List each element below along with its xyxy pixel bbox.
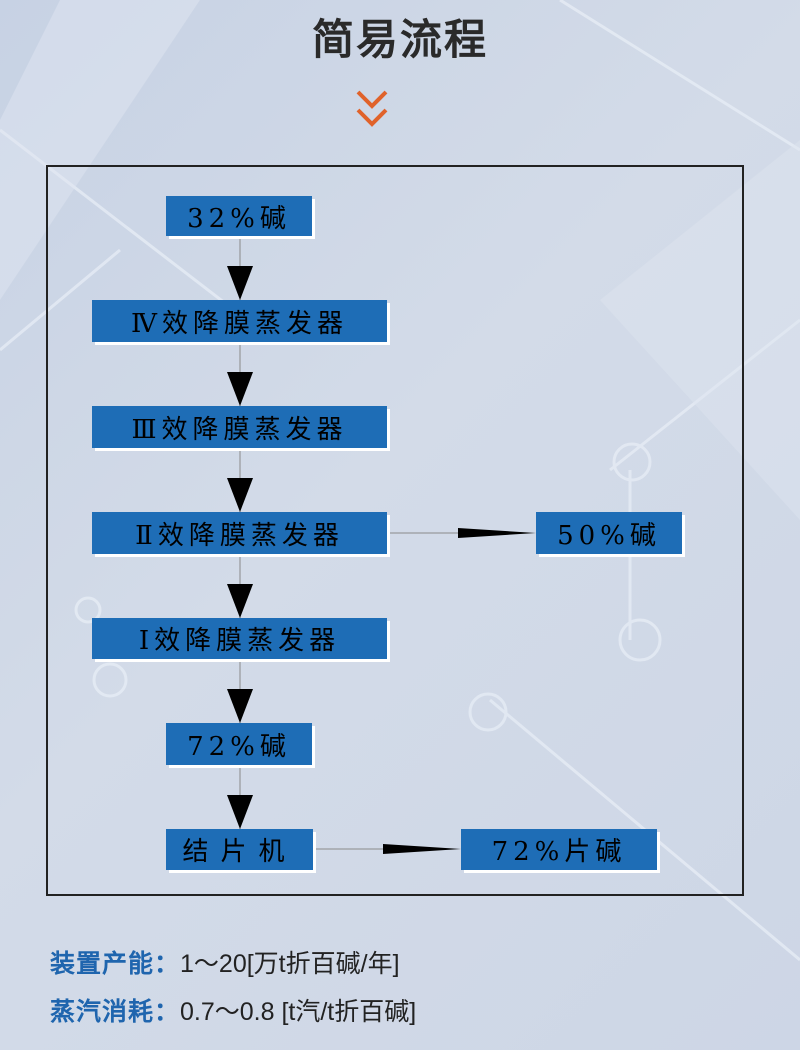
- flow-node-alkali-50: 50%碱: [536, 512, 682, 554]
- flow-frame: [46, 165, 744, 896]
- node-label: Ⅰ效降膜蒸发器: [138, 626, 341, 656]
- spec-capacity: 装置产能：1～20[万t折百碱/年]: [50, 944, 400, 980]
- arrow-down-icon: [227, 372, 253, 406]
- node-label: 32%碱: [187, 203, 291, 234]
- node-label: Ⅳ效降膜蒸发器: [131, 308, 348, 339]
- arrow-right-icon: [458, 528, 536, 538]
- spec-steam-label: 蒸汽消耗：: [50, 997, 181, 1026]
- node-label: 72%片碱: [491, 837, 627, 867]
- node-label: 50%碱: [557, 520, 661, 551]
- node-label: 结片机: [182, 837, 297, 867]
- flow-node-evaporator-2: Ⅱ效降膜蒸发器: [92, 512, 387, 554]
- arrow-down-icon: [227, 266, 253, 300]
- flow-node-evaporator-1: Ⅰ效降膜蒸发器: [92, 618, 387, 659]
- node-label: Ⅲ效降膜蒸发器: [131, 414, 348, 445]
- flow-node-evaporator-3: Ⅲ效降膜蒸发器: [92, 406, 387, 448]
- spec-steam-value: 0.7～0.8 [t汽/t折百碱]: [180, 998, 417, 1026]
- double-chevron-down-icon: [356, 90, 388, 127]
- arrow-down-icon: [227, 478, 253, 512]
- spec-steam: 蒸汽消耗：0.7～0.8 [t汽/t折百碱]: [50, 992, 416, 1028]
- arrow-down-icon: [227, 795, 253, 829]
- flow-node-alkali-72: 72%碱: [166, 723, 312, 765]
- node-label: Ⅱ效降膜蒸发器: [135, 520, 344, 551]
- flow-node-evaporator-4: Ⅳ效降膜蒸发器: [92, 300, 387, 342]
- page-title: 简易流程: [311, 15, 488, 64]
- arrow-down-icon: [227, 584, 253, 618]
- spec-capacity-label: 装置产能：: [50, 949, 181, 978]
- flow-node-flake-72: 72%片碱: [461, 829, 657, 870]
- flow-node-flaker: 结片机: [166, 829, 313, 870]
- spec-capacity-value: 1～20[万t折百碱/年]: [180, 950, 400, 978]
- arrow-right-icon: [383, 844, 461, 854]
- node-label: 72%碱: [187, 731, 291, 762]
- flow-node-alkali-32: 32%碱: [166, 196, 312, 236]
- arrow-down-icon: [227, 689, 253, 723]
